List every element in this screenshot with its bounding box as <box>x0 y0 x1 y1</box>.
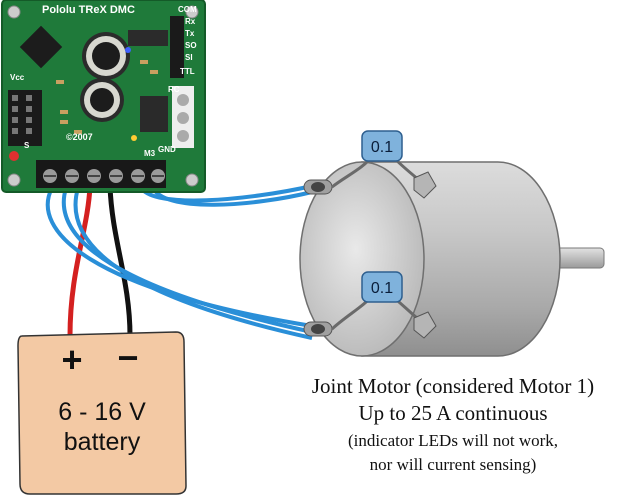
motor-tab-bottom <box>413 311 437 339</box>
red-wire <box>67 185 93 337</box>
pin-label-rc: RC <box>168 85 180 94</box>
pin-label-com: COM <box>178 5 197 14</box>
pin-label-s: S <box>24 141 30 150</box>
black-wire <box>107 185 133 337</box>
pin-label-gnd: GND <box>158 145 176 154</box>
motor-terminal-bottom <box>303 321 333 337</box>
microcontroller-chip <box>19 25 63 69</box>
battery-voltage: 6 - 16 V <box>58 398 146 426</box>
battery-name: battery <box>64 428 141 456</box>
screw-terminals <box>43 169 165 183</box>
screw-terminal-block <box>36 160 166 188</box>
battery-positive-sign: + <box>61 339 82 380</box>
battery: + − 6 - 16 V battery <box>17 331 187 495</box>
battery-wires <box>67 185 133 337</box>
caption-line-2: Up to 25 A continuous <box>358 401 547 425</box>
pin-label-rx: Rx <box>185 17 196 26</box>
motor-end-face <box>299 161 425 357</box>
caption-line-3: (indicator LEDs will not work, <box>348 431 558 450</box>
battery-negative-sign: − <box>117 337 138 378</box>
motor-tab-top <box>413 171 437 199</box>
pin-label-ttl: TTL <box>180 67 195 76</box>
motor-controller-board: Pololu TReX DMC ©2007 COM Rx Tx SO SI TT… <box>1 0 206 193</box>
caption-line-1: Joint Motor (considered Motor 1) <box>312 374 594 398</box>
board-title: Pololu TReX DMC <box>42 4 135 16</box>
motor-caption: Joint Motor (considered Motor 1) Up to 2… <box>312 374 594 474</box>
pin-label-si: SI <box>185 53 193 62</box>
caption-line-4: nor will current sensing) <box>370 455 537 474</box>
ceramic-capacitor-bottom: 0.1 <box>361 271 403 303</box>
pin-label-tx: Tx <box>185 29 195 38</box>
pin-label-m3: M3 <box>144 149 156 158</box>
capacitor-label: 0.1 <box>371 139 393 156</box>
left-header-pins <box>8 90 42 146</box>
pin-label-so: SO <box>185 41 197 50</box>
motor-wires <box>45 184 313 340</box>
battery-body <box>17 331 187 495</box>
electrolytic-capacitors <box>80 32 130 122</box>
ceramic-capacitor-top: 0.1 <box>361 130 403 162</box>
driver-chip <box>140 96 168 132</box>
motor-terminal-top <box>303 179 333 195</box>
pin-labels: COM Rx Tx SO SI TTL RC Vcc S M3 GND <box>10 5 197 158</box>
red-led <box>9 151 19 161</box>
joint-motor: 0.1 0.1 <box>299 130 605 357</box>
pin-label-vcc: Vcc <box>10 73 25 82</box>
capacitor-label: 0.1 <box>371 280 393 297</box>
board-copyright: ©2007 <box>66 132 93 142</box>
